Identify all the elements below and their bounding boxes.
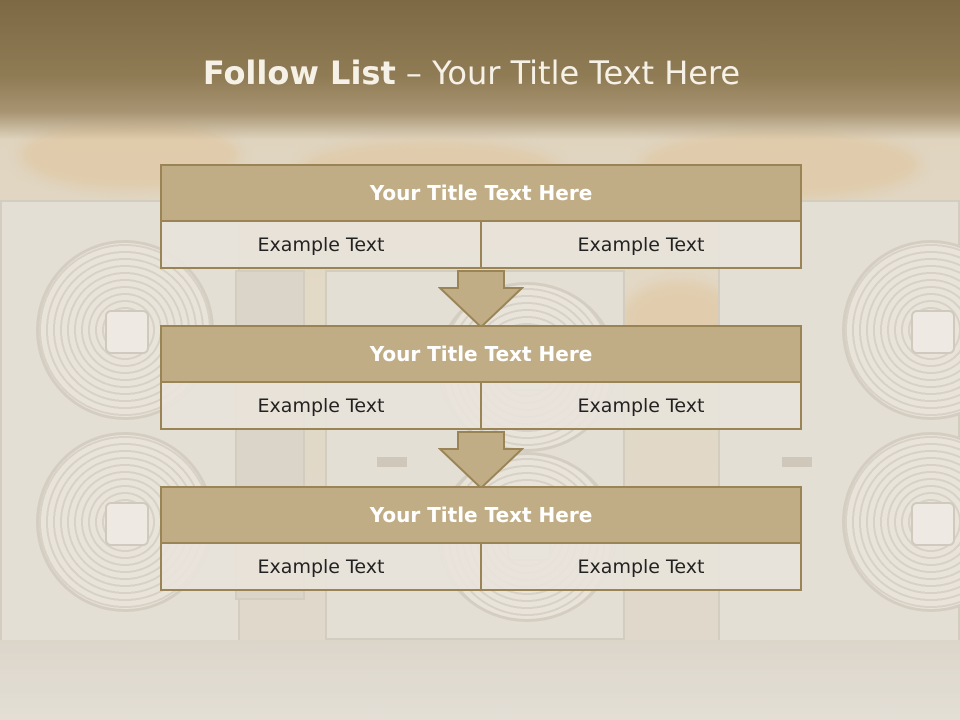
slide-title-bold: Follow List	[202, 54, 396, 92]
block-cell-left[interactable]: Example Text	[160, 220, 482, 269]
block-title[interactable]: Your Title Text Here	[160, 164, 802, 222]
header-band	[0, 0, 960, 140]
block-cell-right[interactable]: Example Text	[480, 220, 802, 269]
block-cell-left[interactable]: Example Text	[160, 381, 482, 430]
block-cell-left[interactable]: Example Text	[160, 542, 482, 591]
block-row: Example Text Example Text	[160, 220, 802, 269]
list-block-3: Your Title Text Here Example Text Exampl…	[160, 486, 802, 591]
block-cell-right[interactable]: Example Text	[480, 381, 802, 430]
block-title[interactable]: Your Title Text Here	[160, 325, 802, 383]
vent	[782, 457, 812, 467]
block-row: Example Text Example Text	[160, 542, 802, 591]
ground	[0, 640, 960, 720]
vent	[377, 457, 407, 467]
list-block-1: Your Title Text Here Example Text Exampl…	[160, 164, 802, 269]
list-block-2: Your Title Text Here Example Text Exampl…	[160, 325, 802, 430]
block-title[interactable]: Your Title Text Here	[160, 486, 802, 544]
down-arrow-icon	[438, 431, 524, 489]
slide-title: Follow List – Your Title Text Here	[0, 54, 943, 92]
down-arrow-icon	[438, 270, 524, 328]
block-cell-right[interactable]: Example Text	[480, 542, 802, 591]
slide-title-rest: – Your Title Text Here	[395, 54, 741, 92]
block-row: Example Text Example Text	[160, 381, 802, 430]
